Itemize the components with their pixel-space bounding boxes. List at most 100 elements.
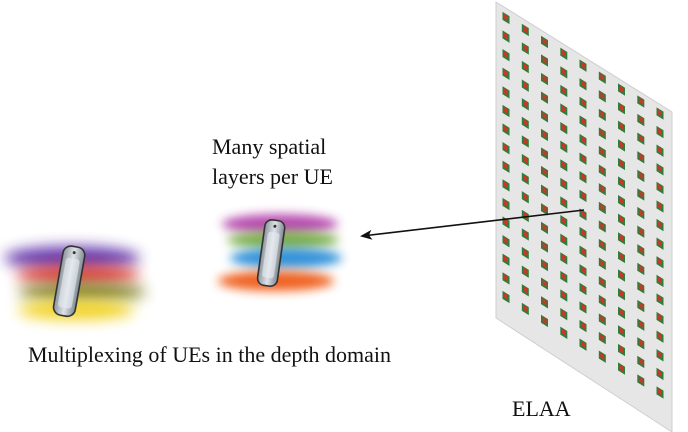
antenna-element [637, 225, 645, 238]
antenna-element [541, 221, 548, 235]
antenna-element [521, 116, 529, 130]
antenna-element [656, 349, 664, 362]
antenna-element [618, 120, 625, 133]
antenna-element [541, 147, 548, 160]
antenna-element [541, 128, 548, 142]
antenna-element [560, 215, 568, 228]
antenna-element [598, 350, 606, 363]
antenna-element [560, 308, 568, 321]
antenna-element [502, 67, 510, 80]
antenna-element [637, 95, 645, 108]
antenna-element [598, 127, 606, 140]
antenna-element [579, 245, 587, 258]
antenna-element [541, 165, 548, 179]
antenna-element [637, 355, 645, 369]
antenna-element [560, 270, 568, 284]
antenna-element [579, 208, 587, 221]
antenna-element [579, 115, 587, 128]
antenna-element [541, 277, 548, 290]
antenna-element [541, 184, 548, 197]
antenna-element [521, 302, 529, 316]
antenna-element [521, 79, 529, 92]
antenna-element [618, 362, 625, 375]
antenna-element [521, 60, 529, 74]
antenna-element [656, 274, 664, 288]
antenna-element [560, 252, 568, 265]
antenna-element [637, 299, 645, 313]
antenna-element [656, 330, 664, 343]
antenna-element [521, 265, 529, 278]
antenna-element [541, 91, 548, 104]
antenna-element [579, 96, 587, 110]
antenna-element [637, 113, 645, 127]
antenna-element [502, 104, 510, 118]
antenna-element [502, 272, 510, 285]
antenna-element [521, 246, 529, 260]
antenna-element [656, 163, 664, 176]
antenna-element [656, 200, 664, 213]
antenna-element [618, 213, 625, 226]
antenna-element [560, 177, 568, 191]
antenna-element [560, 103, 568, 116]
antenna-element [656, 367, 664, 381]
antenna-element [541, 35, 548, 49]
antenna-element [656, 181, 664, 195]
antenna-element [618, 195, 625, 208]
antenna-element [618, 325, 625, 338]
antenna-element [598, 238, 606, 252]
antenna-element [637, 206, 645, 220]
antenna-element [541, 72, 548, 86]
antenna-element [618, 343, 625, 357]
antenna-element [521, 42, 529, 55]
antenna-element [502, 86, 510, 99]
antenna-element [618, 250, 625, 264]
antenna-element [502, 142, 510, 155]
antenna-element [656, 144, 664, 157]
antenna-element [502, 253, 510, 266]
antenna-element [598, 331, 606, 345]
antenna-element [541, 110, 548, 123]
antenna-element [579, 59, 587, 72]
antenna-element [637, 337, 645, 350]
antenna-element [579, 133, 587, 147]
antenna-element [598, 71, 606, 84]
antenna-element [541, 240, 548, 253]
elaa-array [495, 1, 673, 432]
antenna-element [541, 314, 548, 328]
antenna-element [579, 152, 587, 165]
ue-middle-group [218, 214, 342, 291]
antenna-element [579, 78, 587, 91]
antenna-element [521, 23, 529, 37]
antenna-element [541, 54, 548, 67]
antenna-element [502, 123, 510, 136]
antenna-element [637, 244, 645, 257]
antenna-element [502, 11, 510, 25]
antenna-element [618, 306, 625, 319]
antenna-element [598, 90, 606, 103]
spatial-layers-label-line1: Many spatial [212, 134, 327, 159]
elaa-label: ELAA [512, 396, 571, 421]
antenna-element [541, 203, 548, 216]
antenna-element [579, 264, 587, 277]
beam-left-olive [18, 282, 146, 302]
antenna-element [618, 288, 625, 301]
antenna-element [560, 140, 568, 153]
spatial-layers-label-line2: layers per UE [212, 164, 333, 189]
antenna-element [560, 233, 568, 246]
antenna-element [560, 159, 568, 172]
antenna-element [637, 151, 645, 164]
antenna-element [579, 301, 587, 314]
antenna-element [598, 108, 606, 122]
antenna-element [598, 183, 606, 196]
antenna-element [560, 196, 568, 209]
antenna-element [521, 284, 529, 297]
antenna-element [560, 47, 568, 60]
antenna-element [560, 84, 568, 98]
antenna-element [521, 135, 529, 148]
antenna-element [656, 256, 664, 269]
antenna-element [618, 139, 625, 152]
antenna-element [637, 169, 645, 183]
antenna-element [598, 257, 606, 270]
antenna-element [656, 311, 664, 325]
antenna-element [579, 189, 587, 203]
